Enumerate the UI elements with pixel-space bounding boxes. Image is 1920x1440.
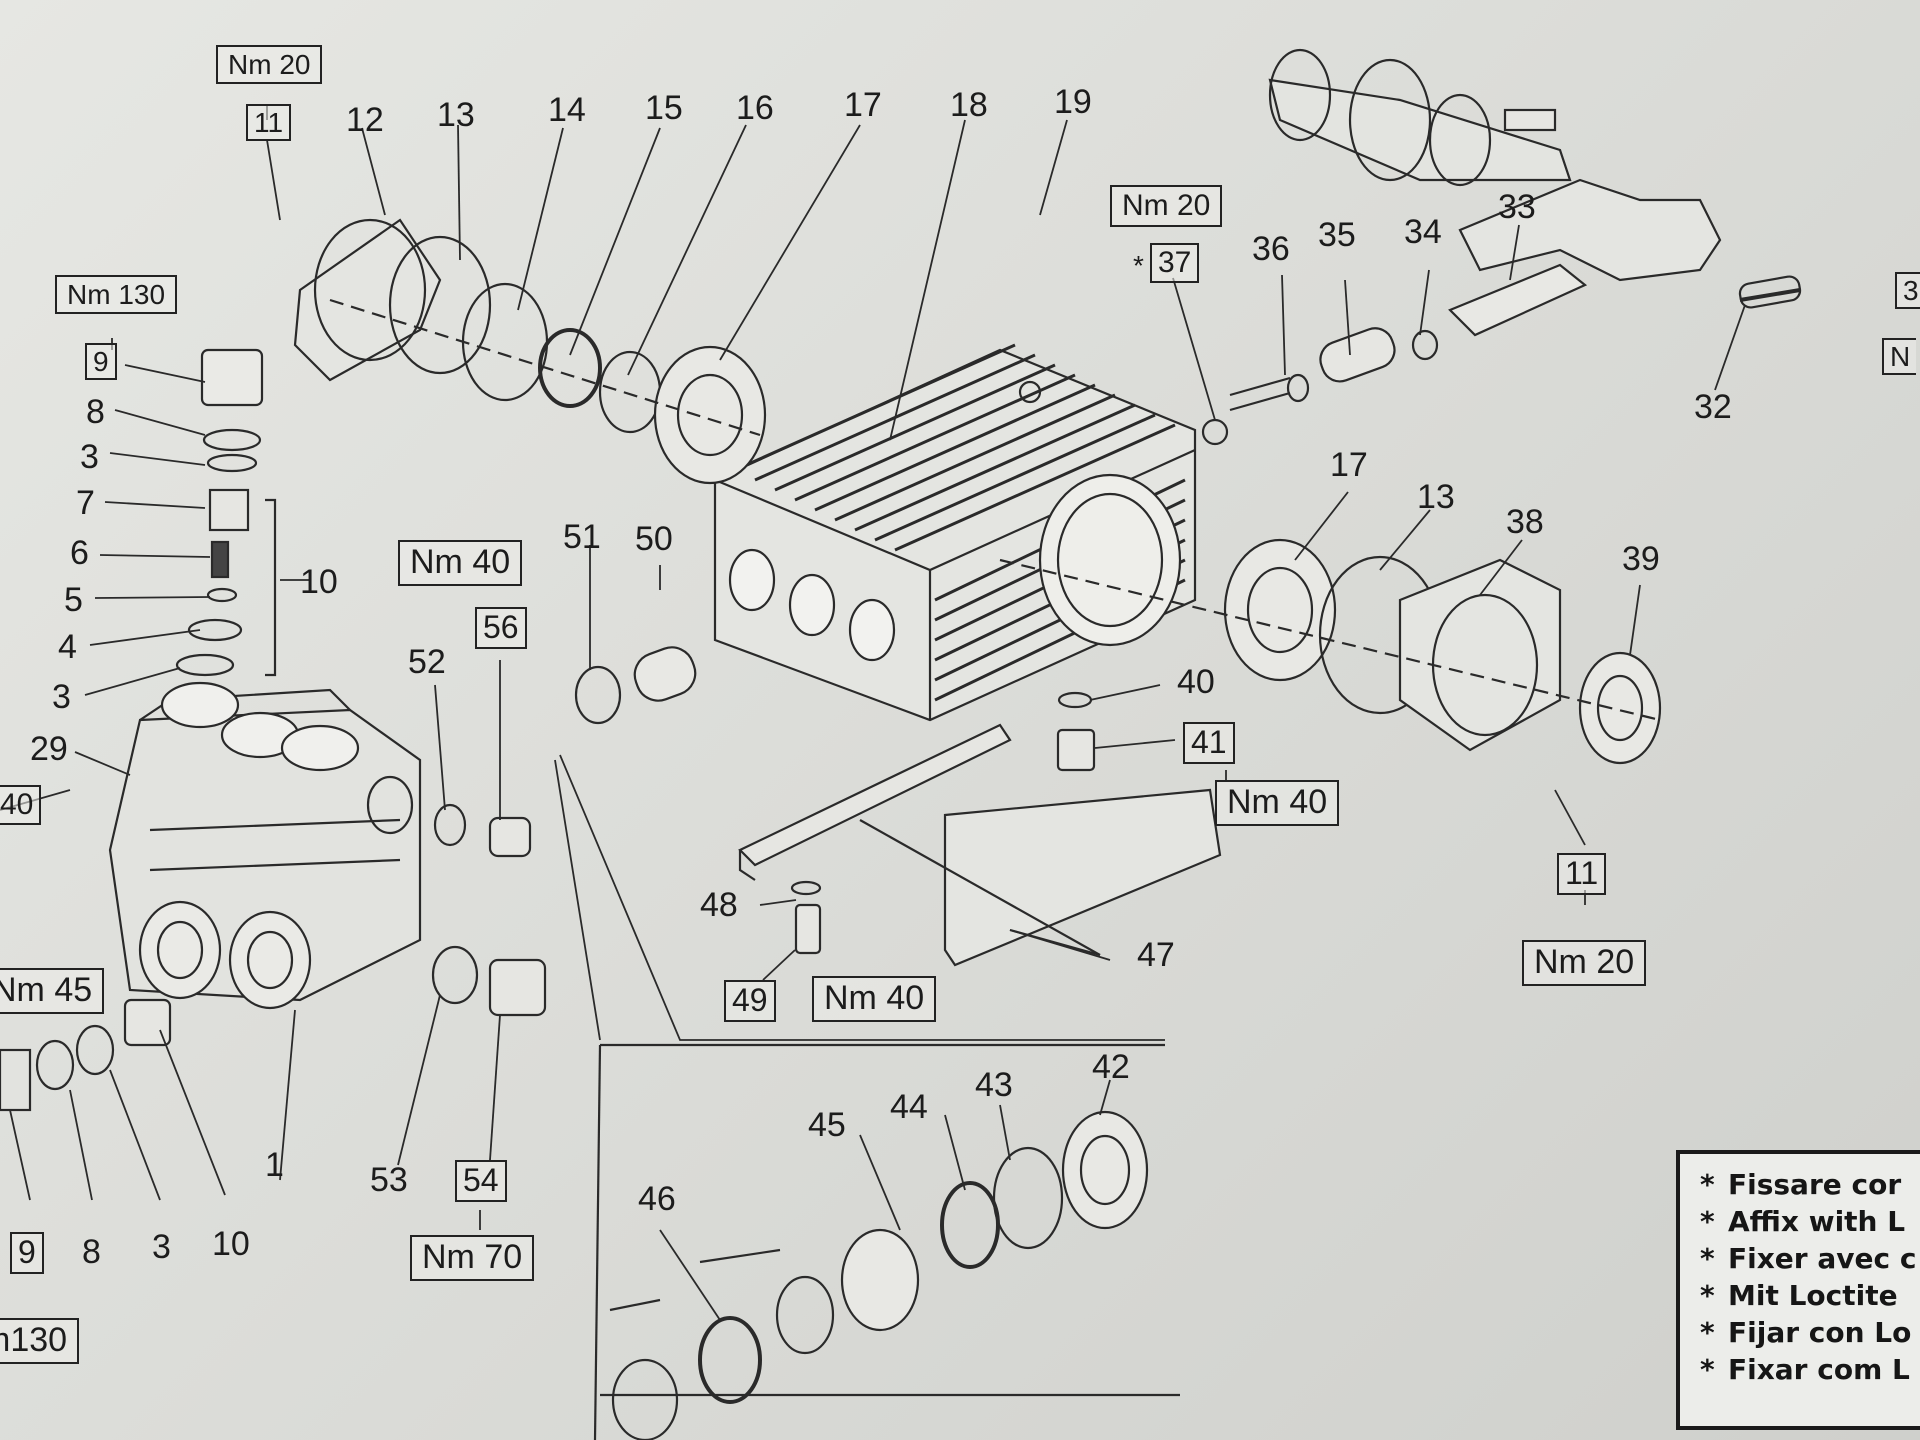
part-8-bottom: 8 bbox=[82, 1233, 101, 1271]
part-3-top: 3 bbox=[80, 438, 99, 476]
part-52: 52 bbox=[408, 643, 446, 681]
part-35: 35 bbox=[1318, 216, 1356, 254]
part-50: 50 bbox=[635, 520, 673, 558]
part-51: 51 bbox=[563, 518, 601, 556]
torque-label-37: Nm 20 bbox=[1110, 185, 1223, 227]
part-44: 44 bbox=[890, 1088, 928, 1126]
part-13-right: 13 bbox=[1417, 478, 1455, 516]
legend-line-fr: *Fixer avec c bbox=[1700, 1242, 1917, 1275]
part-17-top: 17 bbox=[844, 86, 882, 124]
part-40: 40 bbox=[1177, 663, 1215, 701]
front-flange-group bbox=[293, 218, 767, 485]
part-8-top: 8 bbox=[86, 393, 105, 431]
legend-line-es: *Fijar con Lo bbox=[1700, 1316, 1912, 1349]
part-29: 29 bbox=[30, 730, 68, 768]
part-3-bottom: 3 bbox=[152, 1228, 171, 1266]
torque-label-12: Nm 20 bbox=[216, 45, 323, 85]
part-42: 42 bbox=[1092, 1048, 1130, 1086]
part-14: 14 bbox=[548, 91, 586, 129]
pump-head bbox=[108, 681, 422, 1010]
part-46: 46 bbox=[638, 1180, 676, 1218]
part-38: 38 bbox=[1506, 503, 1544, 541]
torque-label-41: Nm 40 bbox=[1215, 780, 1340, 826]
part-34: 34 bbox=[1404, 213, 1442, 251]
legend-line-pt: *Fixar com L bbox=[1700, 1353, 1910, 1386]
side-plugs bbox=[431, 803, 547, 1017]
part-ref-edge-3: 3 bbox=[1895, 272, 1920, 310]
part-1: 1 bbox=[265, 1146, 284, 1184]
part-ref-11-right: 11 bbox=[1557, 853, 1607, 895]
loctite-asterisk: * bbox=[1133, 250, 1144, 281]
part-47: 47 bbox=[1137, 936, 1175, 974]
part-10-top: 10 bbox=[300, 563, 338, 601]
lower-valve-parts bbox=[0, 998, 172, 1112]
part-32: 32 bbox=[1694, 388, 1732, 426]
valve-stack bbox=[175, 348, 277, 677]
part-45: 45 bbox=[808, 1106, 846, 1144]
part-39: 39 bbox=[1622, 540, 1660, 578]
rear-flange-group bbox=[999, 538, 1662, 765]
part-ref-56: 56 bbox=[475, 607, 527, 649]
connecting-rod-group bbox=[1201, 178, 1802, 446]
part-48: 48 bbox=[700, 886, 738, 924]
bushing-parts bbox=[574, 646, 697, 725]
torque-label-11-right: Nm 20 bbox=[1522, 940, 1647, 986]
part-16: 16 bbox=[736, 89, 774, 127]
part-12: 12 bbox=[346, 101, 384, 139]
part-4: 4 bbox=[58, 628, 77, 666]
part-13-top: 13 bbox=[437, 96, 475, 134]
part-53: 53 bbox=[370, 1161, 408, 1199]
part-10-bottom: 10 bbox=[212, 1225, 250, 1263]
legend-line-it: *Fissare cor bbox=[1700, 1168, 1902, 1201]
legend-line-en: *Affix with L bbox=[1700, 1205, 1906, 1238]
torque-label-edge: N bbox=[1882, 338, 1917, 376]
part-33: 33 bbox=[1498, 188, 1536, 226]
part-15: 15 bbox=[645, 89, 683, 127]
mounting-brackets bbox=[738, 723, 1222, 967]
part-ref-9-top: 9 bbox=[85, 343, 117, 381]
crankcase-housing bbox=[713, 343, 1197, 722]
torque-label-10-left: Nm 45 bbox=[0, 968, 105, 1014]
part-ref-54: 54 bbox=[455, 1160, 507, 1202]
part-36: 36 bbox=[1252, 230, 1290, 268]
torque-label-49: Nm 40 bbox=[812, 976, 937, 1022]
part-ref-41: 41 bbox=[1183, 722, 1235, 764]
oil-plug bbox=[1056, 691, 1096, 772]
part-ref-40-left: 40 bbox=[0, 785, 42, 825]
part-18: 18 bbox=[950, 86, 988, 124]
part-7: 7 bbox=[76, 484, 95, 522]
packing-inset bbox=[593, 1043, 1180, 1440]
torque-label-9-top: Nm 130 bbox=[55, 275, 178, 315]
loctite-legend-box: *Fissare cor *Affix with L *Fixer avec c… bbox=[1676, 1150, 1920, 1430]
torque-label-56: Nm 40 bbox=[398, 540, 523, 586]
part-ref-11-top: 11 bbox=[246, 104, 292, 142]
crankshaft bbox=[1268, 48, 1572, 187]
torque-label-54: Nm 70 bbox=[410, 1235, 535, 1281]
part-ref-9-bottom: 9 bbox=[10, 1232, 44, 1274]
legend-line-de: *Mit Loctite bbox=[1700, 1279, 1898, 1312]
part-5: 5 bbox=[64, 581, 83, 619]
part-ref-37: 37 bbox=[1150, 243, 1200, 283]
part-ref-49: 49 bbox=[724, 980, 776, 1022]
part-6: 6 bbox=[70, 534, 89, 572]
part-17-right: 17 bbox=[1330, 446, 1368, 484]
leader-lines bbox=[0, 105, 1746, 1321]
part-19: 19 bbox=[1054, 83, 1092, 121]
part-43: 43 bbox=[975, 1066, 1013, 1104]
part-3-mid: 3 bbox=[52, 678, 71, 716]
